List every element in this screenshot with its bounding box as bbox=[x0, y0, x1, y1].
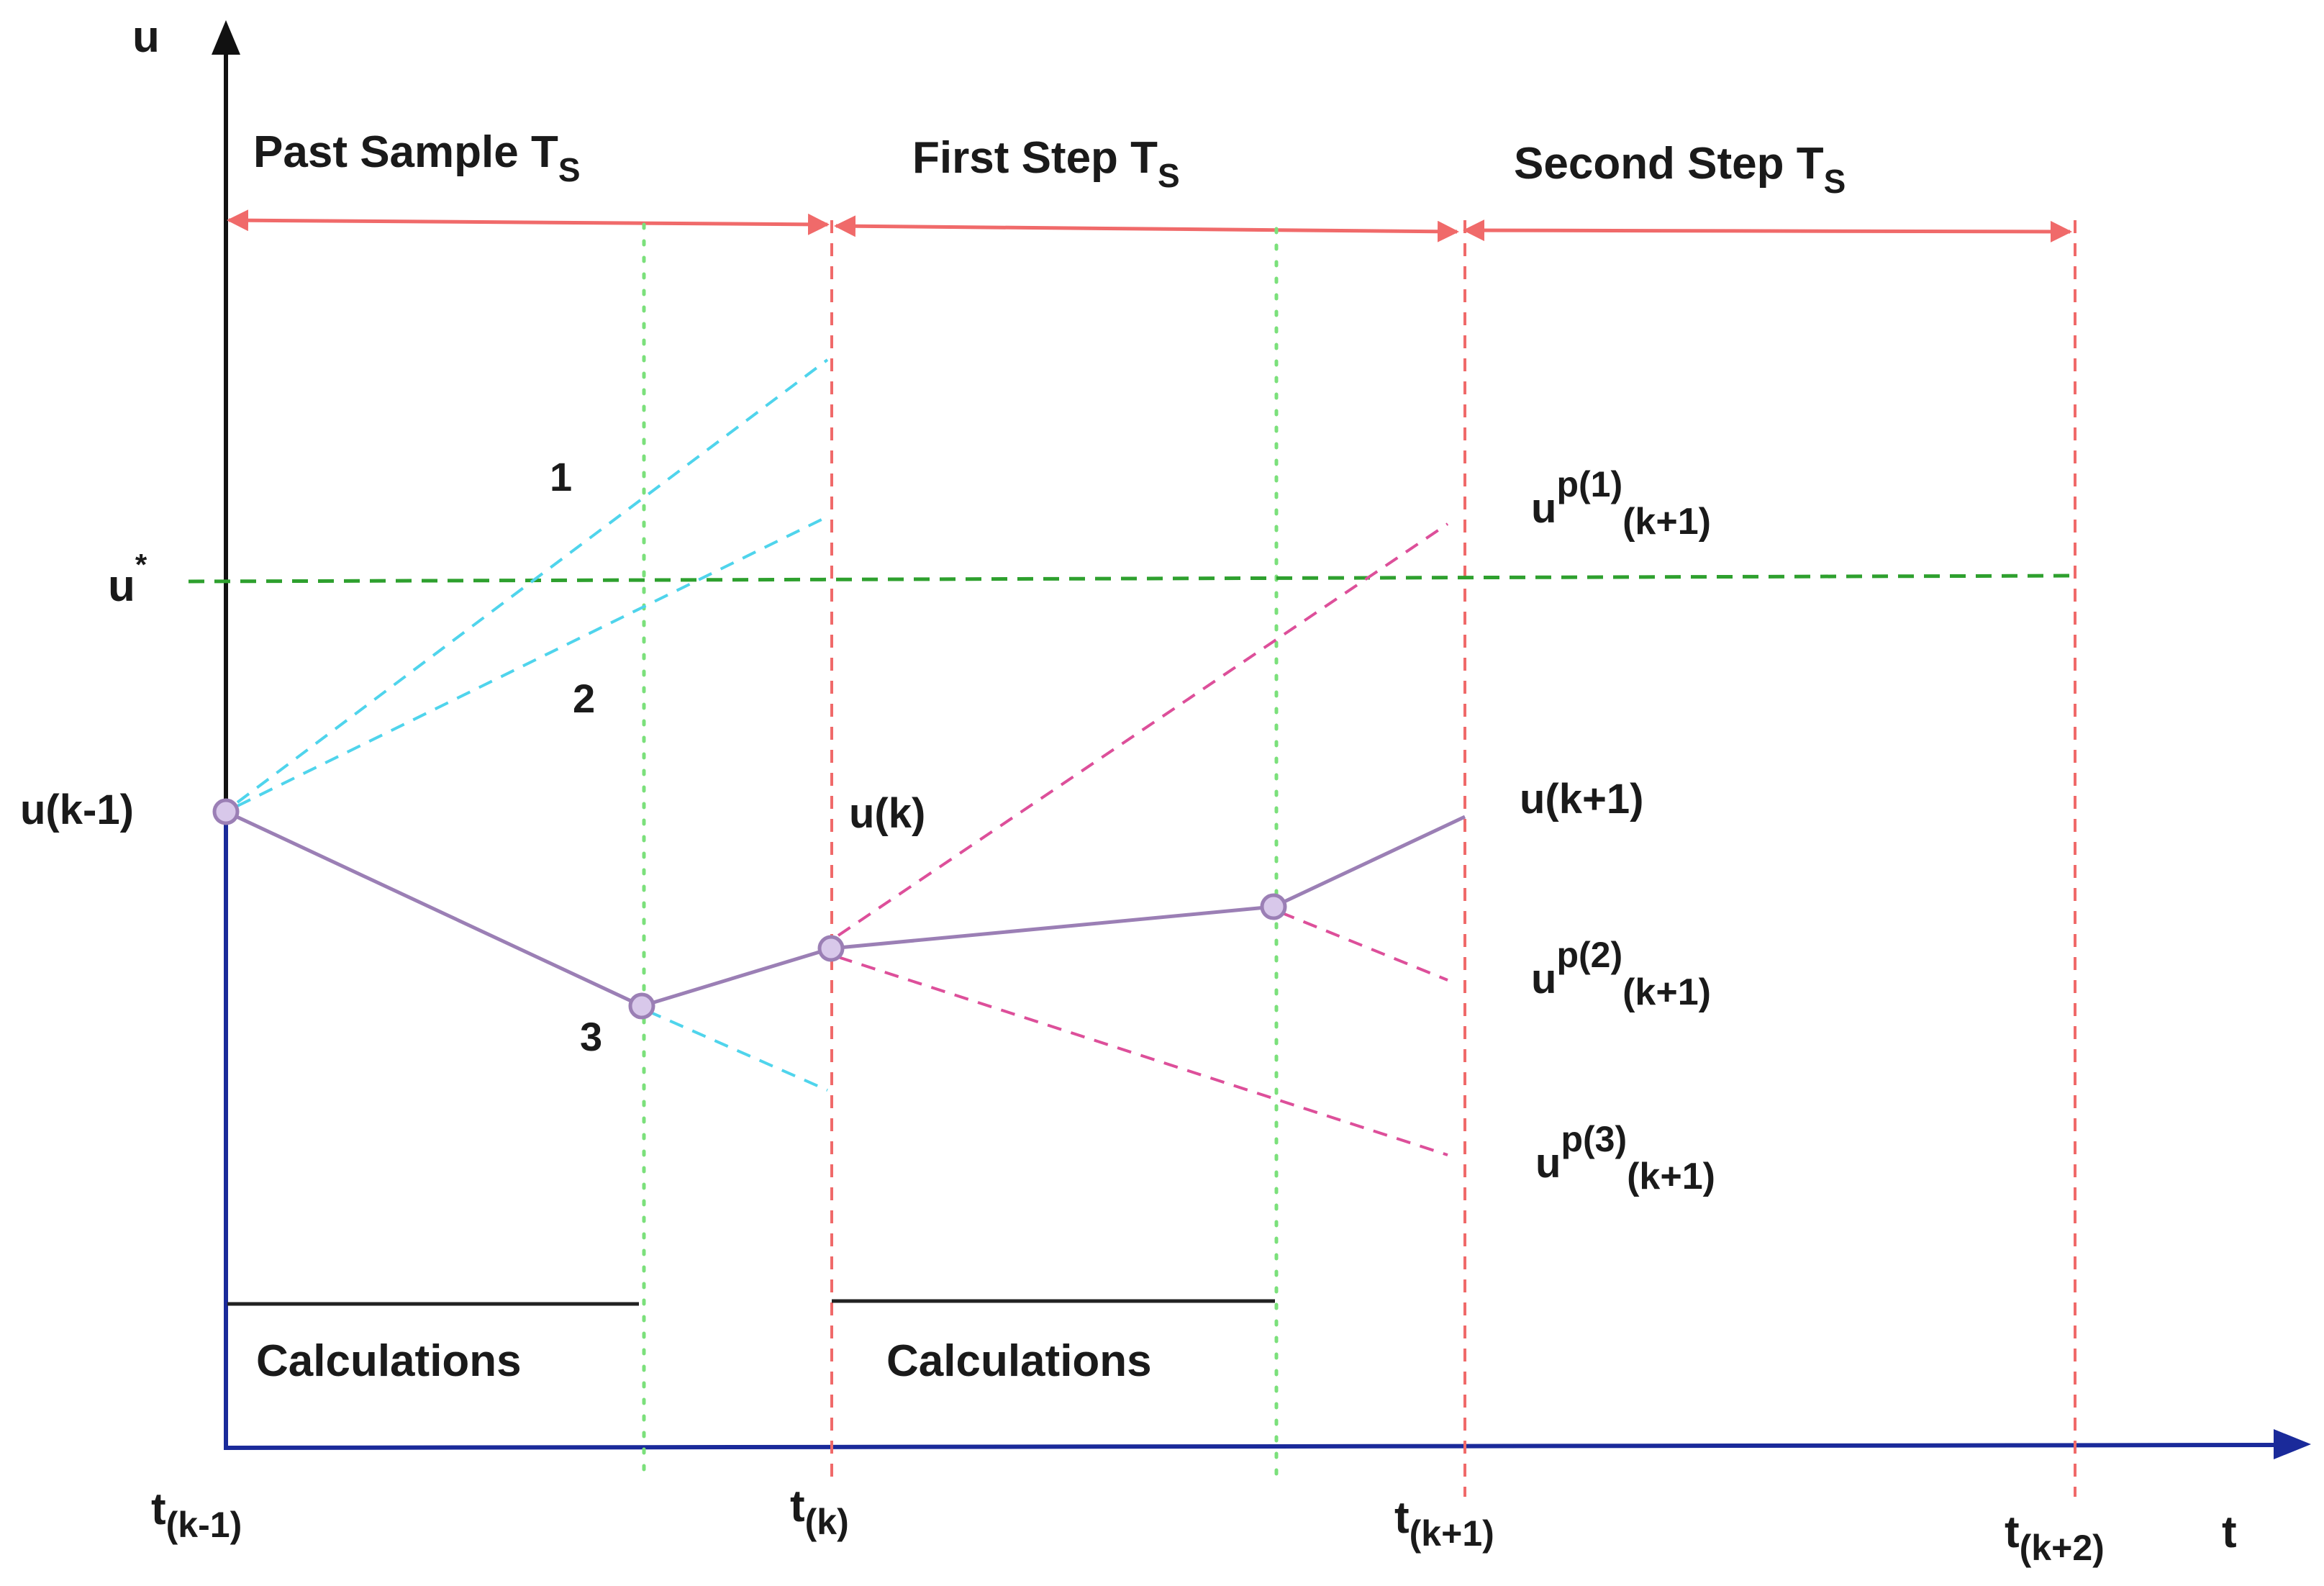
y-axis-label: u bbox=[132, 12, 160, 62]
calc-label-2: Calculations bbox=[886, 1336, 1152, 1386]
magenta-prediction-1 bbox=[837, 522, 1449, 937]
period-arrow-second bbox=[1463, 219, 2072, 243]
label-u-k: u(k) bbox=[849, 790, 925, 837]
tick-t-kp2: t(k+2) bbox=[2005, 1508, 2105, 1568]
magenta-prediction-2 bbox=[1280, 911, 1448, 982]
marker-calc-1 bbox=[628, 992, 655, 1020]
cyan-path-3 bbox=[647, 1010, 828, 1092]
period-arrow-first bbox=[834, 215, 1459, 243]
calc-label-1: Calculations bbox=[256, 1336, 522, 1386]
tick-t-km1: t(k-1) bbox=[151, 1485, 242, 1545]
period-label-second: Second Step TS bbox=[1514, 139, 1846, 200]
path-number-3: 3 bbox=[580, 1014, 602, 1059]
x-axis-arrowhead bbox=[2274, 1429, 2311, 1459]
period-label-past: Past Sample TS bbox=[253, 127, 581, 189]
x-axis bbox=[223, 1443, 2282, 1450]
label-prediction-1: up(1)(k+1) bbox=[1531, 464, 1711, 543]
marker-calc-2 bbox=[1260, 893, 1287, 920]
marker-u-km1 bbox=[212, 798, 240, 825]
label-u-km1: u(k-1) bbox=[20, 787, 134, 833]
y-axis-arrowhead bbox=[212, 20, 240, 55]
period-label-first: First Step TS bbox=[912, 133, 1180, 194]
path-number-1: 1 bbox=[550, 454, 572, 499]
marker-u-k bbox=[817, 935, 845, 962]
x-axis-label: t bbox=[2222, 1508, 2237, 1557]
u-star-label: u* bbox=[108, 548, 147, 611]
label-prediction-2: up(2)(k+1) bbox=[1531, 935, 1711, 1013]
setpoint-line bbox=[188, 574, 2080, 584]
label-prediction-3: up(3)(k+1) bbox=[1535, 1119, 1715, 1197]
tick-t-kp1: t(k+1) bbox=[1394, 1493, 1494, 1554]
magenta-prediction-3 bbox=[838, 956, 1448, 1156]
label-u-kp1: u(k+1) bbox=[1520, 776, 1643, 823]
path-number-2: 2 bbox=[573, 676, 595, 721]
period-arrow-past bbox=[227, 209, 830, 235]
cyan-path-2 bbox=[237, 515, 828, 807]
tick-t-k: t(k) bbox=[790, 1482, 849, 1542]
cyan-path-1 bbox=[236, 358, 829, 804]
